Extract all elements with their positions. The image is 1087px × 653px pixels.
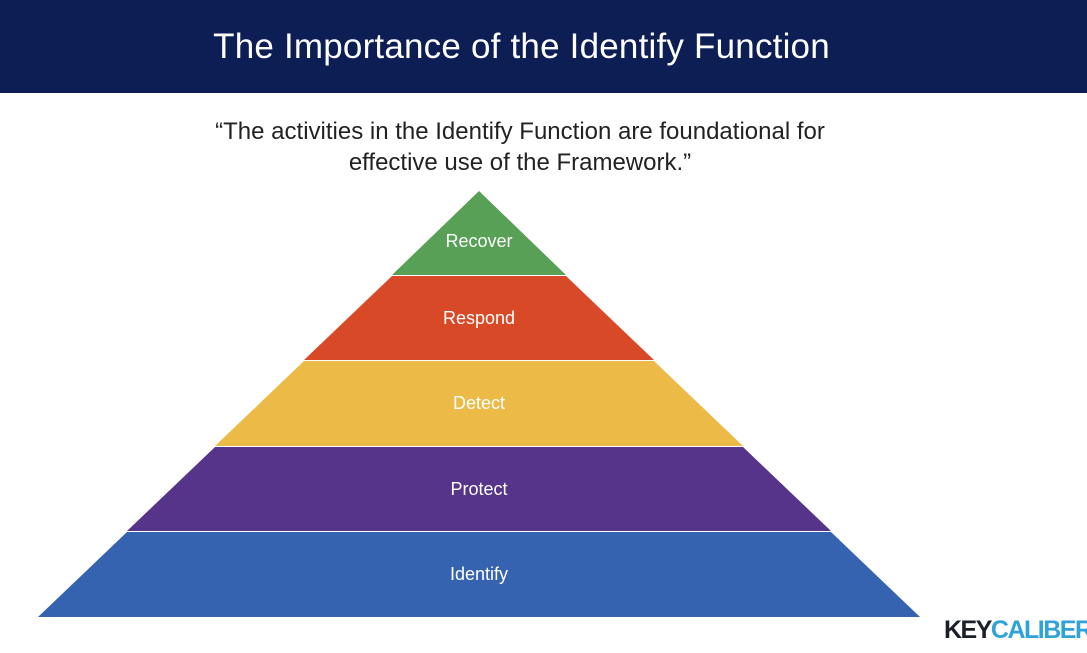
tier-identify-label: Identify	[450, 564, 508, 584]
logo-part-caliber: CALIBER	[990, 616, 1087, 644]
tier-detect-shape	[215, 361, 743, 446]
title-bar: The Importance of the Identify Function	[0, 0, 1087, 93]
quote-line-2: effective use of the Framework.”	[348, 149, 692, 176]
tier-protect-label: Protect	[450, 479, 507, 499]
tier-detect-label: Detect	[453, 393, 505, 413]
tier-respond-label: Respond	[443, 308, 515, 328]
quote: “The activities in the Identify Function…	[90, 116, 950, 178]
tier-protect-shape	[127, 447, 831, 531]
tier-recover-shape	[392, 191, 566, 275]
tier-identify-shape	[38, 532, 920, 617]
logo-part-key: KEY	[944, 616, 992, 644]
tier-recover-label: Recover	[445, 231, 512, 251]
tier-respond-shape	[304, 276, 654, 360]
page-title: The Importance of the Identify Function	[213, 26, 830, 66]
quote-line-1: “The activities in the Identify Function…	[215, 118, 825, 145]
